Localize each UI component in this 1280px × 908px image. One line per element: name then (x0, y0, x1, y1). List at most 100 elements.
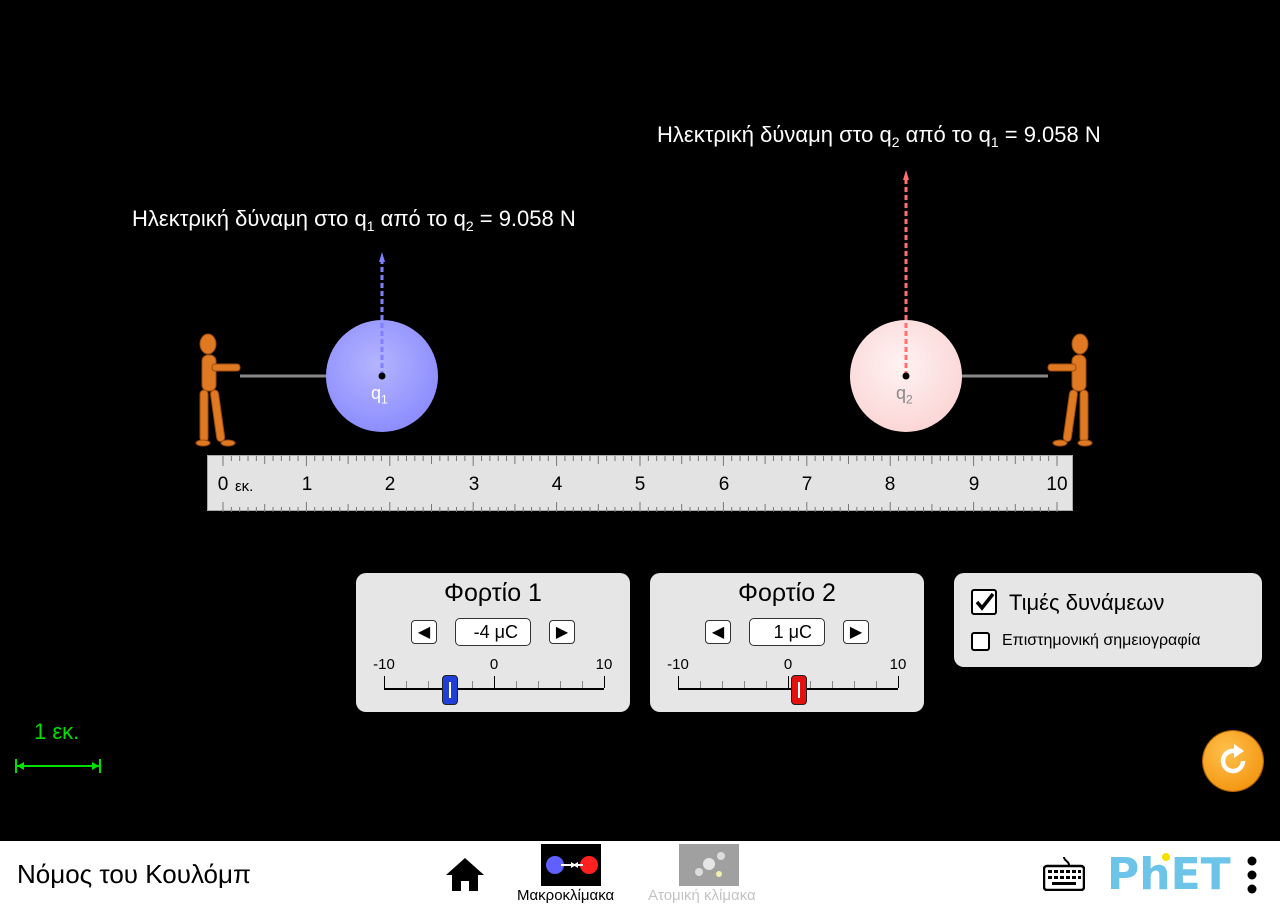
charge2-slider-track[interactable] (678, 688, 898, 690)
force-label-q1-prefix: Ηλεκτρική δύναμη στο q (132, 206, 367, 231)
ruler-number-2: 2 (384, 474, 396, 495)
charge-q1-center (378, 372, 386, 380)
force-label-q1-sub1: 1 (366, 218, 375, 234)
charge1-increment-button[interactable]: ▶ (549, 620, 575, 644)
force-label-q2-middle: από το q (899, 122, 991, 147)
charge-q2-letter: q (896, 383, 907, 403)
charge-q1-letter: q (371, 383, 382, 403)
scale-bar (15, 759, 101, 773)
charge1-title: Φορτίο 1 (444, 579, 542, 607)
scientific-notation-checkbox[interactable] (971, 632, 990, 651)
force-values-checkbox[interactable] (971, 589, 997, 615)
reset-icon (1220, 744, 1246, 774)
force-label-q1: Ηλεκτρική δύναμη στο q1 από το q2 = 9.05… (132, 206, 576, 234)
force-label-q1-sub2: 2 (465, 218, 474, 234)
charge1-slider-track[interactable] (384, 688, 604, 690)
triangle-left-icon: ◀ (417, 624, 431, 641)
ruler-number-1: 1 (301, 474, 313, 495)
home-icon[interactable] (444, 855, 486, 893)
navigation-bar: Νόμος του Κουλόμπ Μακροκλίμακα Ατομική κ… (0, 841, 1280, 908)
triangle-right-icon: ▶ (849, 624, 863, 641)
ruler-ticks (222, 456, 1058, 512)
charge2-increment-button[interactable]: ▶ (843, 620, 869, 644)
force-values-label[interactable]: Τιμές δυνάμεων (1009, 590, 1165, 615)
screen-label-atomic: Ατομική κλίμακα (648, 887, 756, 904)
ruler-number-9: 9 (968, 474, 980, 495)
slider-tick (560, 681, 561, 688)
charge-q2-subscript: 2 (906, 392, 913, 407)
atomic-scale-screen-icon (679, 844, 739, 886)
force-label-q1-value: = 9.058 N (473, 206, 576, 231)
force-label-q1-middle: από το q (374, 206, 466, 231)
sim-title: Νόμος του Κουλόμπ (17, 859, 251, 889)
scale-label: 1 εκ. (34, 719, 80, 744)
slider-tick (722, 681, 723, 688)
charge2-title: Φορτίο 2 (738, 579, 836, 607)
macro-scale-screen-icon (541, 844, 601, 886)
force-label-q2: Ηλεκτρική δύναμη στο q2 από το q1 = 9.05… (657, 122, 1101, 150)
reset-all-button[interactable] (1203, 731, 1263, 791)
ruler-number-10: 10 (1046, 474, 1068, 495)
charge-q1-label: q1 (371, 383, 388, 407)
slider-tick (898, 676, 899, 688)
slider-tick (810, 681, 811, 688)
slider-tick (678, 676, 679, 688)
screen-label-macro: Μακροκλίμακα (517, 887, 615, 904)
slider-tick (428, 681, 429, 688)
charge1-slider-thumb[interactable] (442, 675, 458, 705)
slider-tick (766, 681, 767, 688)
ruler[interactable]: 0 εκ. 1 2 3 4 5 6 7 8 9 10 (207, 455, 1073, 512)
triangle-left-icon: ◀ (711, 624, 725, 641)
charge2-slider-min-label: -10 (667, 656, 689, 673)
force-label-q2-sub2: 1 (990, 134, 999, 150)
charge2-panel: Φορτίο 2 ◀ 1 μC ▶ -10 0 10 (650, 573, 924, 712)
ruler-number-6: 6 (718, 474, 730, 495)
charge-q2-center (902, 372, 910, 380)
force-label-q2-value: = 9.058 N (998, 122, 1101, 147)
slider-tick (876, 681, 877, 688)
triangle-right-icon: ▶ (555, 624, 569, 641)
slider-tick (854, 681, 855, 688)
charge1-slider-max-label: 10 (595, 656, 613, 673)
slider-tick (538, 681, 539, 688)
slider-tick (582, 681, 583, 688)
keyboard-icon[interactable] (1043, 855, 1085, 891)
charge2-value-display: 1 μC (749, 618, 825, 646)
charge2-slider-mid-label: 0 (783, 656, 793, 673)
slider-tick (472, 681, 473, 688)
charge1-decrement-button[interactable]: ◀ (411, 620, 437, 644)
charges-scene (195, 170, 1093, 447)
ruler-number-0: 0 (217, 474, 229, 495)
right-puller-figure (1047, 333, 1093, 447)
charge2-decrement-button[interactable]: ◀ (705, 620, 731, 644)
scientific-notation-label[interactable]: Επιστημονική σημειογραφία (1002, 632, 1201, 649)
ruler-number-7: 7 (801, 474, 813, 495)
ruler-unit: εκ. (235, 478, 254, 495)
force-arrowhead-q2 (903, 170, 909, 180)
slider-tick (384, 676, 385, 688)
force-label-q2-prefix: Ηλεκτρική δύναμη στο q (657, 122, 892, 147)
kebab-menu-icon[interactable] (1246, 855, 1258, 897)
checkmark-icon (975, 592, 995, 611)
ruler-number-8: 8 (884, 474, 896, 495)
charge1-slider-min-label: -10 (373, 656, 395, 673)
slider-tick (744, 681, 745, 688)
ruler-number-4: 4 (551, 474, 563, 495)
force-label-q2-sub1: 2 (891, 134, 900, 150)
slider-tick (700, 681, 701, 688)
charge2-slider-max-label: 10 (889, 656, 907, 673)
charge1-value-display: -4 μC (455, 618, 531, 646)
options-panel: Τιμές δυνάμεων Επιστημονική σημειογραφία (954, 573, 1262, 667)
simulation-area: Ηλεκτρική δύναμη στο q2 από το q1 = 9.05… (15, 122, 1263, 791)
phet-logo[interactable]: PhET (1107, 849, 1237, 899)
ruler-number-5: 5 (634, 474, 646, 495)
slider-tick (604, 676, 605, 688)
slider-tick (406, 681, 407, 688)
charge2-slider-thumb[interactable] (791, 675, 807, 705)
charge1-panel: Φορτίο 1 ◀ -4 μC ▶ -10 0 10 (356, 573, 630, 712)
slider-tick (788, 676, 789, 688)
ruler-number-3: 3 (468, 474, 480, 495)
charge-q1-subscript: 1 (381, 392, 388, 407)
slider-tick (832, 681, 833, 688)
slider-tick (516, 681, 517, 688)
